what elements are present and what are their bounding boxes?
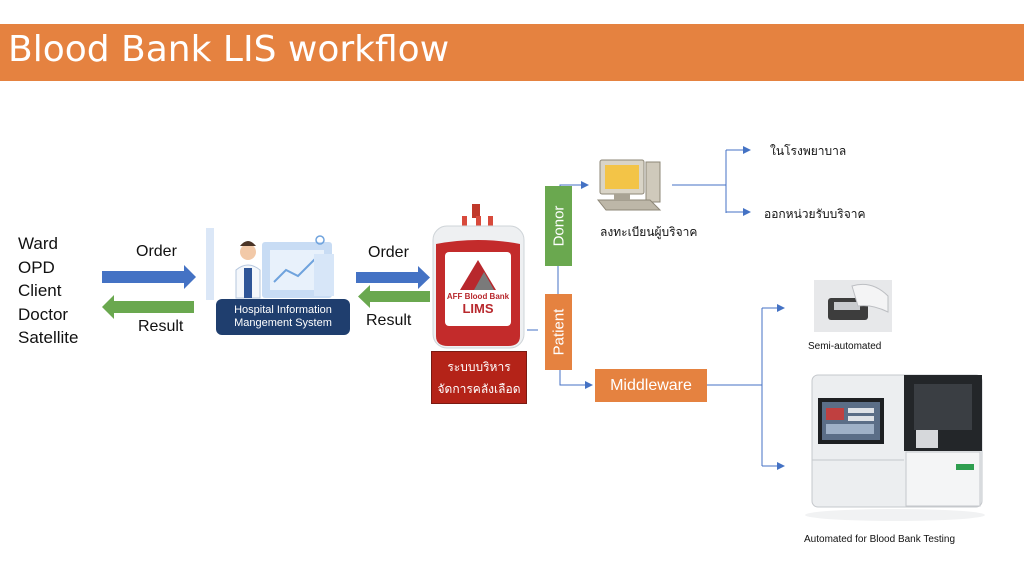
computer-icon bbox=[596, 159, 662, 211]
semi-automated-device-image bbox=[814, 280, 892, 332]
patient-label: Patient bbox=[550, 308, 567, 356]
inventory-line1: ระบบบริหาร bbox=[447, 360, 511, 374]
in-hospital-label: ในโรงพยาบาล bbox=[770, 144, 847, 158]
his-line2: Mangement System bbox=[234, 317, 332, 329]
source-opd: OPD bbox=[18, 257, 55, 277]
right-order-arrow bbox=[356, 266, 430, 289]
source-doctor: Doctor bbox=[18, 304, 69, 324]
right-result-arrow bbox=[358, 285, 430, 308]
automated-analyzer-image bbox=[805, 374, 985, 521]
patient-box: Patient bbox=[545, 294, 572, 370]
right-order-label: Order bbox=[368, 244, 409, 261]
left-order-arrow bbox=[102, 265, 196, 289]
title-bar bbox=[0, 24, 1024, 81]
source-satellite: Satellite bbox=[18, 328, 79, 347]
donor-box: Donor bbox=[545, 186, 572, 266]
donor-label: Donor bbox=[550, 205, 567, 247]
middleware-box: Middleware bbox=[595, 369, 707, 402]
automated-label: Automated for Blood Bank Testing bbox=[804, 534, 956, 545]
left-result-arrow bbox=[102, 295, 194, 319]
his-line1: Hospital Information bbox=[234, 304, 332, 316]
right-result-label: Result bbox=[366, 312, 412, 329]
inventory-line2: จัดการคลังเลือด bbox=[437, 382, 521, 396]
semi-automated-label: Semi-automated bbox=[808, 341, 882, 352]
source-list: Ward OPD Client Doctor Satellite bbox=[18, 232, 78, 350]
left-order-label: Order bbox=[136, 243, 177, 260]
page-title: Blood Bank LIS workflow bbox=[8, 29, 450, 70]
inventory-system-box: ระบบบริหาร จัดการคลังเลือด bbox=[431, 351, 527, 404]
mobile-unit-label: ออกหน่วยรับบริจาค bbox=[764, 207, 866, 221]
lims-label-line2: LIMS bbox=[462, 301, 494, 316]
lims-label-line1: AFF Blood Bank bbox=[446, 292, 510, 301]
donor-register-label: ลงทะเบียนผู้บริจาค bbox=[600, 225, 698, 239]
source-ward: Ward bbox=[18, 234, 58, 253]
source-client: Client bbox=[18, 281, 62, 300]
left-result-label: Result bbox=[138, 318, 184, 335]
blood-bag-icon bbox=[432, 204, 525, 349]
his-box: Hospital Information Mangement System bbox=[216, 299, 350, 335]
his-illustration-icon bbox=[206, 228, 334, 300]
